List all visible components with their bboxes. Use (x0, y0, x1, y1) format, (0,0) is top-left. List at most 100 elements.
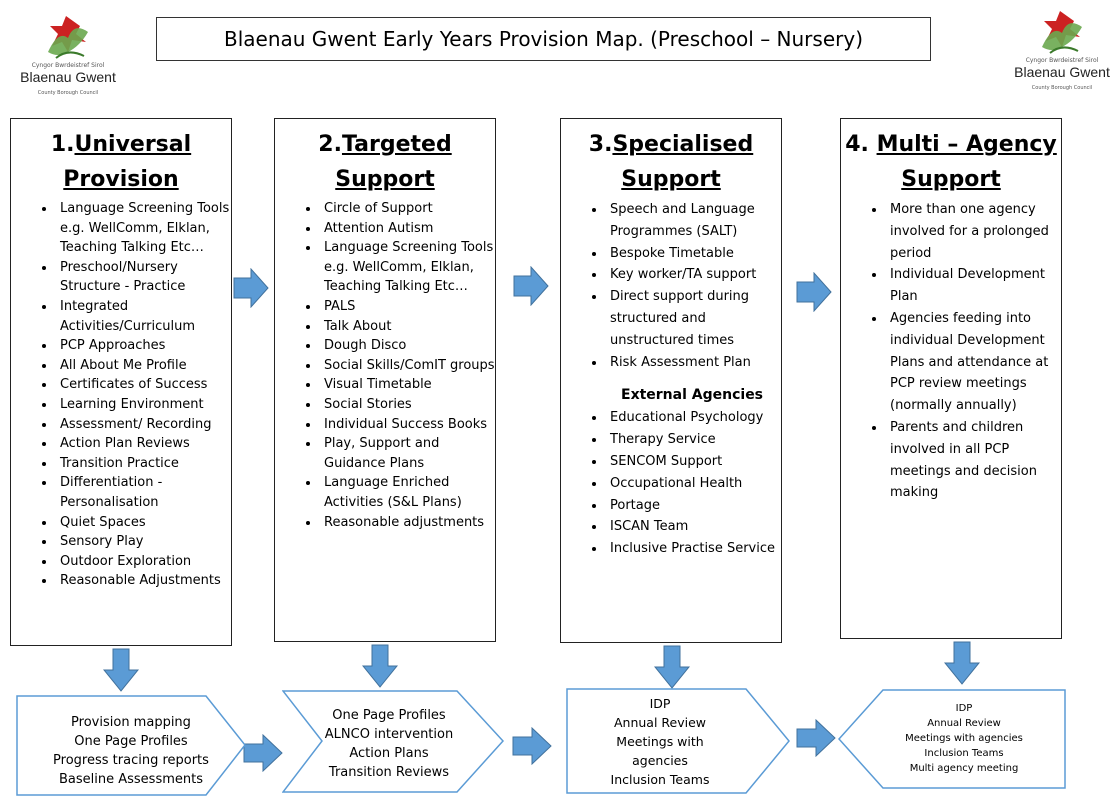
column-title: 3.Specialised Support (588, 132, 754, 192)
arrow-right-icon (796, 719, 836, 757)
logo-left: Cyngor Bwrdeistref Sirol Blaenau Gwent C… (18, 12, 118, 107)
list-item: Outdoor Exploration (56, 552, 231, 572)
outcome-line: Annual Review (927, 718, 1001, 729)
outcome-box-universal: Provision mapping One Page Profiles Prog… (16, 695, 246, 796)
logo-council-sub: County Borough Council (1031, 85, 1093, 91)
outcome-line: agencies (632, 753, 688, 768)
arrow-right-icon (513, 266, 549, 306)
column-universal-provision: 1.Universal Provision Language Screening… (10, 118, 232, 646)
list-item: Key worker/TA support (606, 264, 781, 286)
list-item: Individual Development Plan (886, 264, 1061, 308)
list-item: Language Enriched Activities (S&L Plans) (320, 473, 495, 512)
arrow-down-icon (654, 645, 690, 689)
outcome-line: Meetings with agencies (905, 733, 1023, 744)
column-item-list: Speech and Language Programmes (SALT) Be… (561, 199, 781, 373)
list-item: Reasonable adjustments (320, 513, 495, 533)
chevron-shape (16, 695, 246, 796)
chevron-shape (282, 690, 504, 793)
list-item: Social Skills/ComIT groups (320, 356, 495, 376)
outcome-line: Meetings with (616, 734, 704, 749)
chevron-shape (838, 689, 1066, 789)
outcome-line: Provision mapping (71, 715, 191, 730)
column-title: 4. Multi – Agency Support (845, 132, 1057, 192)
list-item: Assessment/ Recording (56, 415, 231, 435)
list-item: Inclusive Practise Service (606, 538, 781, 560)
list-item: Reasonable Adjustments (56, 571, 231, 591)
logo-welsh-text: Cyngor Bwrdeistref Sirol (31, 62, 105, 69)
outcome-line: IDP (649, 696, 671, 711)
list-item: Integrated Activities/Curriculum (56, 297, 231, 336)
logo-right: Cyngor Bwrdeistref Sirol Blaenau Gwent C… (1012, 7, 1112, 102)
page-title: Blaenau Gwent Early Years Provision Map.… (156, 17, 931, 61)
column-multi-agency-support: 4. Multi – Agency Support More than one … (840, 118, 1062, 639)
outcome-line: Progress tracing reports (53, 753, 209, 768)
list-item: Attention Autism (320, 219, 495, 239)
logo-council-name: Blaenau Gwent (1014, 64, 1110, 80)
list-item: Portage (606, 495, 781, 517)
outcome-line: One Page Profiles (74, 734, 188, 749)
column-item-list: More than one agency involved for a prol… (841, 199, 1061, 504)
arrow-down-icon (362, 644, 398, 688)
outcome-line: ALNCO intervention (324, 727, 454, 742)
column-item-list: Language Screening Tools e.g. WellComm, … (11, 199, 231, 591)
list-item: SENCOM Support (606, 451, 781, 473)
outcome-line: Baseline Assessments (58, 772, 203, 787)
list-item: Speech and Language Programmes (SALT) (606, 199, 781, 243)
list-item: Talk About (320, 317, 495, 337)
list-item: Quiet Spaces (56, 513, 231, 533)
list-item: Sensory Play (56, 532, 231, 552)
council-logo-icon (1042, 11, 1082, 54)
arrow-right-icon (243, 734, 283, 772)
list-item: PALS (320, 297, 495, 317)
list-item: Language Screening Tools e.g. WellComm, … (56, 199, 231, 258)
column-title: 2.Targeted Support (318, 132, 452, 192)
list-item: Differentiation - Personalisation (56, 473, 231, 512)
list-item: Action Plan Reviews (56, 434, 231, 454)
list-item: Circle of Support (320, 199, 495, 219)
list-item: Risk Assessment Plan (606, 352, 781, 374)
list-item: Dough Disco (320, 336, 495, 356)
list-item: ISCAN Team (606, 516, 781, 538)
outcome-box-targeted: One Page Profiles ALNCO intervention Act… (282, 690, 504, 793)
list-item: Bespoke Timetable (606, 243, 781, 265)
list-item: More than one agency involved for a prol… (886, 199, 1061, 264)
external-agencies-list: Educational Psychology Therapy Service S… (561, 407, 781, 560)
chevron-shape (566, 688, 790, 794)
list-item: Parents and children involved in all PCP… (886, 417, 1061, 504)
logo-council-sub: County Borough Council (37, 90, 99, 96)
outcome-line: Action Plans (349, 746, 429, 761)
list-item: Social Stories (320, 395, 495, 415)
list-item: Play, Support and Guidance Plans (320, 434, 495, 473)
outcome-line: Inclusion Teams (610, 772, 710, 787)
list-item: Direct support during structured and uns… (606, 286, 781, 351)
arrow-down-icon (944, 641, 980, 685)
outcome-line: Transition Reviews (328, 765, 450, 780)
outcome-line: Multi agency meeting (909, 763, 1019, 774)
column-item-list: Circle of Support Attention Autism Langu… (275, 199, 495, 532)
outcome-line: Inclusion Teams (924, 748, 1004, 759)
list-item: Agencies feeding into individual Develop… (886, 308, 1061, 417)
council-logo-icon (48, 16, 88, 59)
list-item: Learning Environment (56, 395, 231, 415)
list-item: Language Screening Tools e.g. WellComm, … (320, 238, 495, 297)
logo-welsh-text: Cyngor Bwrdeistref Sirol (1025, 57, 1099, 64)
list-item: Therapy Service (606, 429, 781, 451)
list-item: All About Me Profile (56, 356, 231, 376)
list-item: Certificates of Success (56, 375, 231, 395)
arrow-right-icon (233, 268, 269, 308)
list-item: Preschool/Nursery Structure - Practice (56, 258, 231, 297)
list-item: Transition Practice (56, 454, 231, 474)
outcome-box-specialised: IDP Annual Review Meetings with agencies… (566, 688, 790, 794)
list-item: Individual Success Books (320, 415, 495, 435)
list-item: Occupational Health (606, 473, 781, 495)
logo-council-name: Blaenau Gwent (20, 69, 116, 85)
outcome-line: One Page Profiles (332, 708, 446, 723)
column-title: 1.Universal Provision (50, 132, 192, 192)
column-targeted-support: 2.Targeted Support Circle of Support Att… (274, 118, 496, 642)
arrow-right-icon (796, 272, 832, 312)
outcome-line: IDP (955, 703, 973, 714)
external-agencies-heading: External Agencies (621, 387, 764, 404)
column-specialised-support: 3.Specialised Support Speech and Languag… (560, 118, 782, 643)
outcome-line: Annual Review (613, 715, 707, 730)
arrow-right-icon (512, 727, 552, 765)
